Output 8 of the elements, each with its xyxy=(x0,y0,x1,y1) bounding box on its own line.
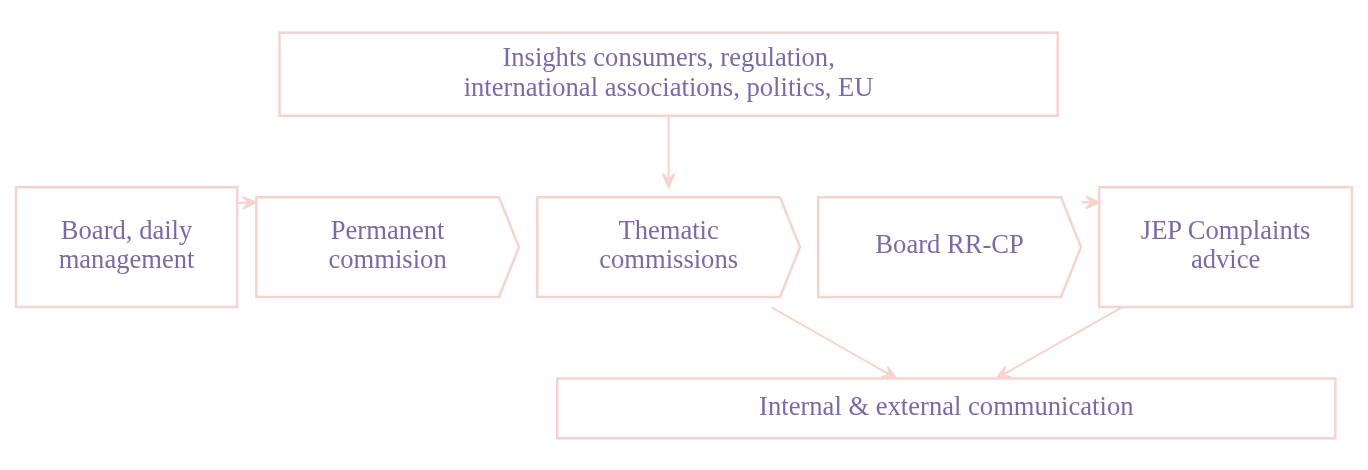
arrow xyxy=(770,305,898,379)
node-box: Internal & external communication xyxy=(555,376,1337,440)
arrow xyxy=(661,114,676,188)
node-box: JEP Complaints advice xyxy=(1098,185,1354,308)
node-box: Insights consumers, regulation, international associations, politics, EU xyxy=(278,30,1059,117)
arrow xyxy=(236,195,257,210)
node-box: Board, daily management xyxy=(14,185,239,308)
arrow xyxy=(995,305,1124,379)
